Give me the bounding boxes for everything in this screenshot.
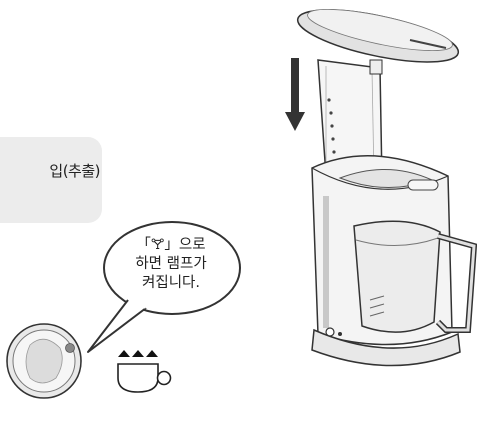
down-arrow-icon (285, 58, 305, 131)
section-label: 입(추출) (49, 162, 100, 180)
speech-bubble (87, 221, 241, 353)
dial-knob-icon (6, 323, 82, 399)
callout-text: 「🝖」으로 하면 램프가 켜집니다. (116, 236, 226, 293)
label-box (0, 137, 102, 223)
callout-line-1: 「🝖」으로 (136, 237, 206, 253)
cup-steam-icon (117, 350, 172, 393)
coffee-maker (296, 9, 477, 367)
callout-line-3: 켜집니다. (142, 275, 200, 291)
callout-line-2: 하면 램프가 (135, 256, 207, 272)
